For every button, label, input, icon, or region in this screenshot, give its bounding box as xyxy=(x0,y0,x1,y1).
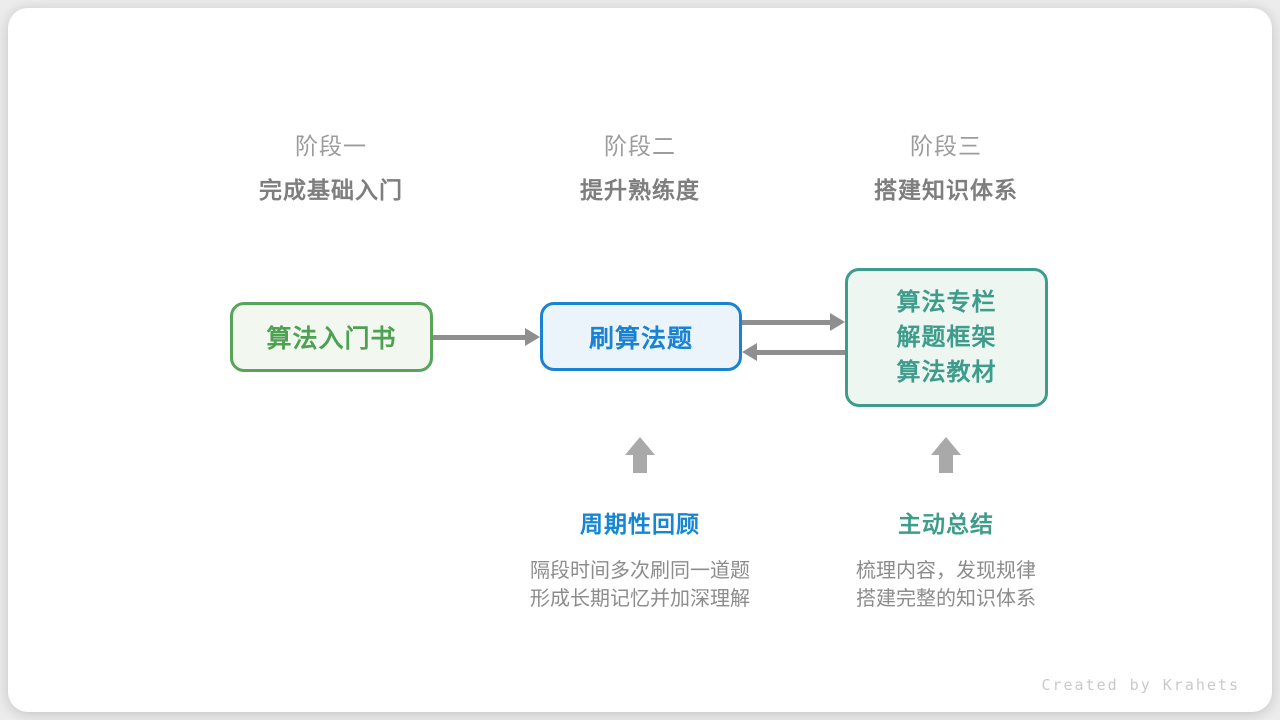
node-knowledge-resources: 算法专栏 解题框架 算法教材 xyxy=(845,268,1048,407)
credit-text: Created by Krahets xyxy=(1041,676,1240,694)
desc-line: 隔段时间多次刷同一道题 xyxy=(530,560,750,582)
diagram-card: 阶段一 完成基础入门 阶段二 提升熟练度 阶段三 搭建知识体系 算法入门书 刷算… xyxy=(8,8,1272,712)
stage-3-subtitle: 搭建知识体系 xyxy=(874,177,1018,203)
desc-line: 梳理内容，发现规律 xyxy=(856,560,1036,582)
annotation-periodic-review-title: 周期性回顾 xyxy=(580,511,700,537)
node-knowledge-line-2: 解题框架 xyxy=(896,324,997,351)
node-practice-problems: 刷算法题 xyxy=(540,302,742,371)
stage-1-label: 阶段一 xyxy=(295,133,367,159)
arrow-up-icon xyxy=(625,437,655,473)
annotation-active-summary-title: 主动总结 xyxy=(898,511,994,537)
stage-1-subtitle: 完成基础入门 xyxy=(259,177,403,203)
node-knowledge-line-1: 算法专栏 xyxy=(896,289,997,316)
annotation-periodic-review-desc: 隔段时间多次刷同一道题 形成长期记忆并加深理解 xyxy=(490,557,790,613)
node-practice-problems-label: 刷算法题 xyxy=(588,324,693,353)
stage-3-label: 阶段三 xyxy=(910,133,982,159)
arrow-up-icon xyxy=(931,437,961,473)
desc-line: 搭建完整的知识体系 xyxy=(856,588,1036,610)
desc-line: 形成长期记忆并加深理解 xyxy=(530,588,750,610)
stage-2-subtitle: 提升熟练度 xyxy=(580,177,700,203)
node-knowledge-line-3: 算法教材 xyxy=(896,359,997,386)
node-intro-book-label: 算法入门书 xyxy=(266,325,397,353)
annotation-active-summary-desc: 梳理内容，发现规律 搭建完整的知识体系 xyxy=(796,557,1096,613)
stage-2-label: 阶段二 xyxy=(604,133,676,159)
node-intro-book: 算法入门书 xyxy=(230,302,433,372)
